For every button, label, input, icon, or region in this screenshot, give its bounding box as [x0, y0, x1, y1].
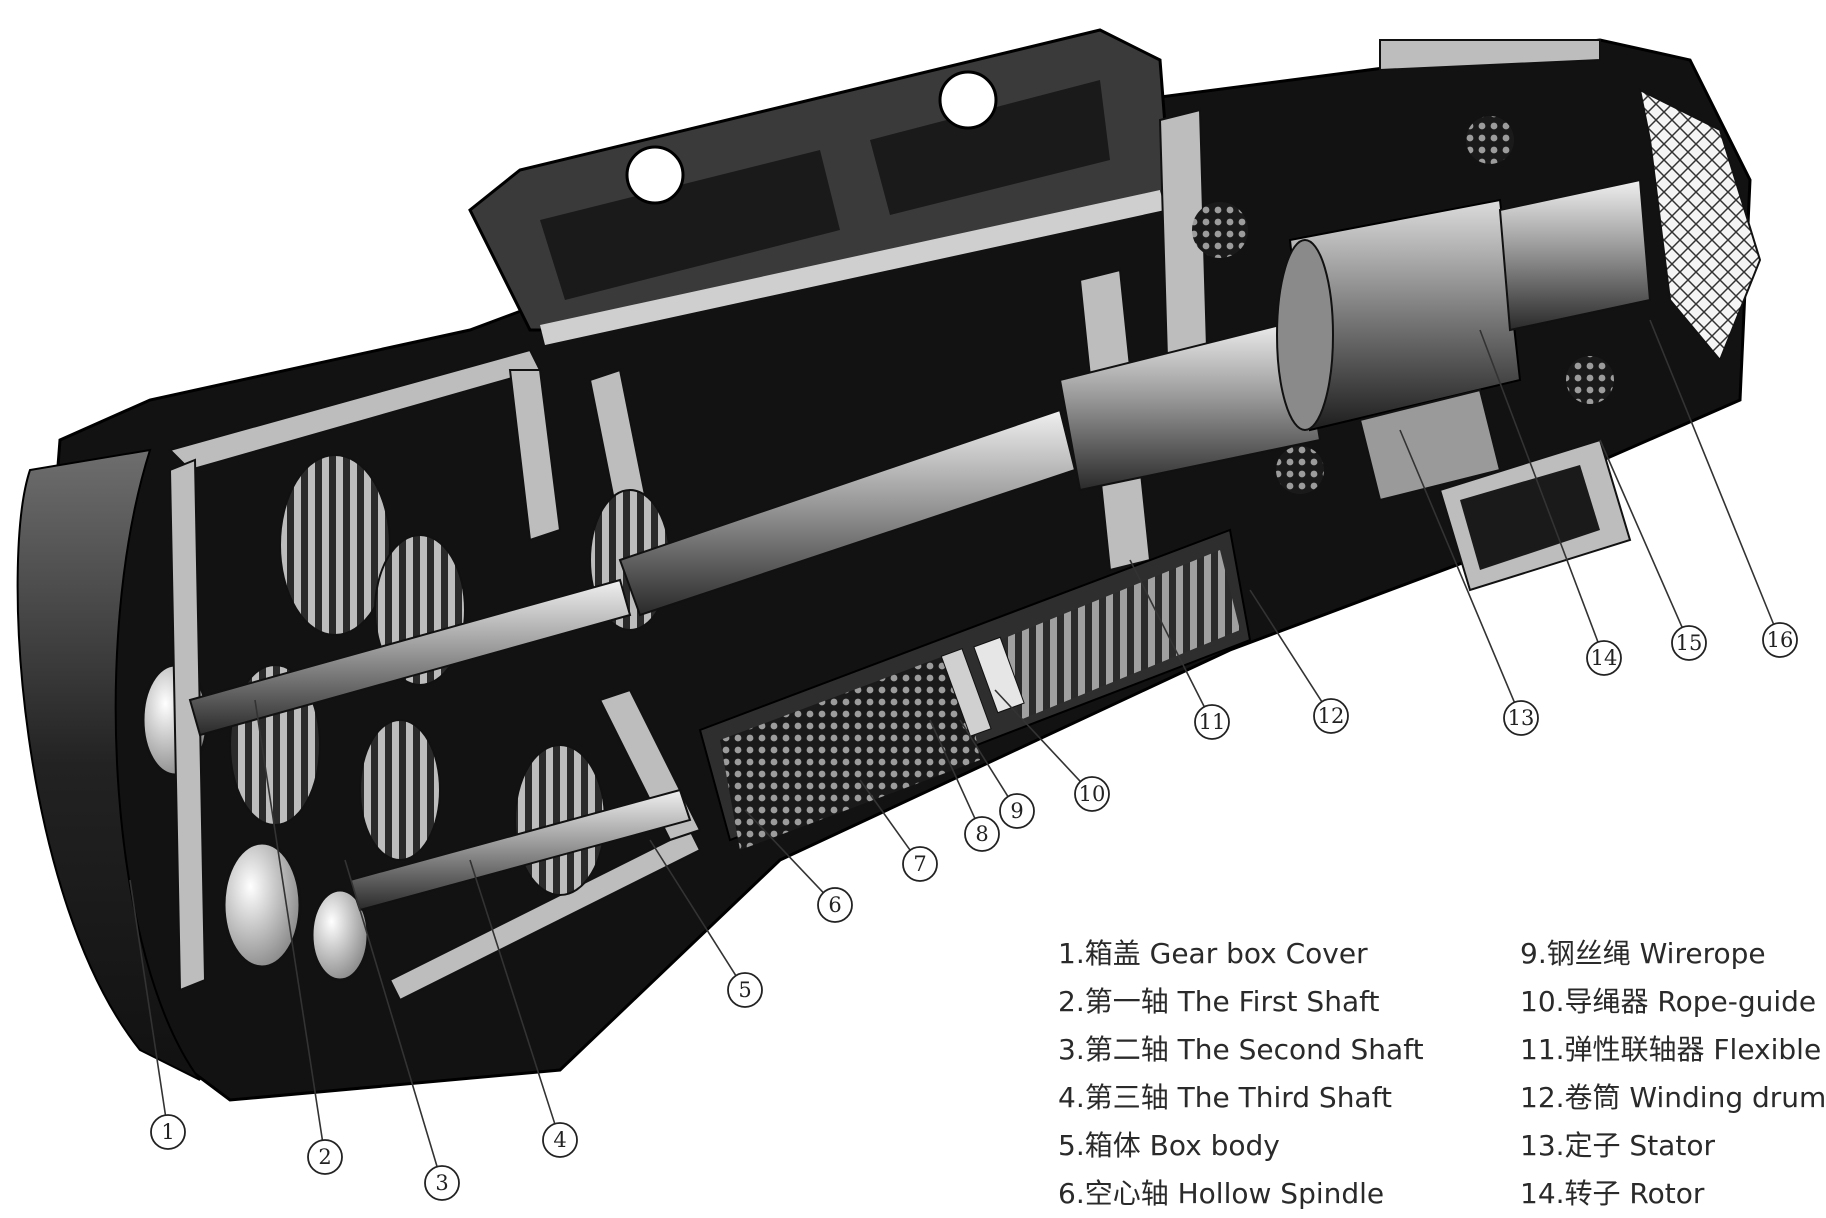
motor — [1192, 88, 1762, 502]
callout-number-15: 15 — [1676, 631, 1703, 655]
leader-line-13 — [1399, 429, 1516, 703]
leader-line-6 — [744, 809, 824, 894]
callout-marker-15 — [1671, 625, 1707, 661]
callout-number-6: 6 — [828, 893, 841, 917]
winding-drum — [698, 528, 1252, 850]
leader-line-11 — [1129, 559, 1206, 708]
legend-item-2: 2.第一轴 The First Shaft — [1058, 985, 1380, 1018]
legend-item-6: 6.空心轴 Hollow Spindle — [1058, 1177, 1385, 1210]
leader-line-4 — [469, 859, 556, 1125]
legend-item-4: 4.第三轴 The Third Shaft — [1058, 1081, 1392, 1114]
callout-marker-8 — [964, 816, 1000, 852]
callout-number-3: 3 — [435, 1171, 448, 1195]
callout-number-1: 1 — [161, 1120, 174, 1144]
leader-line-7 — [859, 779, 911, 851]
callout-number-2: 2 — [318, 1145, 331, 1169]
leader-line-5 — [649, 839, 737, 977]
callout-marker-9 — [999, 793, 1035, 829]
callout-number-4: 4 — [553, 1128, 566, 1152]
legend-left-column: 1.箱盖 Gear box Cover 2.第一轴 The First Shaf… — [1058, 930, 1424, 1218]
leader-line-8 — [929, 719, 976, 819]
callout-marker-13 — [1503, 700, 1539, 736]
callout-marker-16 — [1762, 622, 1798, 658]
callout-number-10: 10 — [1079, 782, 1106, 806]
callout-number-13: 13 — [1508, 706, 1535, 730]
leader-line-14 — [1479, 329, 1599, 643]
callout-marker-10 — [1074, 776, 1110, 812]
callout-marker-12 — [1313, 698, 1349, 734]
callout-number-14: 14 — [1591, 646, 1618, 670]
callout-marker-11 — [1194, 704, 1230, 740]
callout-marker-2 — [307, 1139, 343, 1175]
legend-right-column: 9.钢丝绳 Wirerope 10.导绳器 Rope-guide 11.弹性联轴… — [1520, 930, 1826, 1218]
callout-number-11: 11 — [1199, 710, 1226, 734]
leader-line-9 — [959, 719, 1009, 798]
leader-line-15 — [1599, 439, 1683, 628]
legend-item-10: 10.导绳器 Rope-guide — [1520, 985, 1817, 1018]
leader-line-2 — [254, 699, 324, 1141]
mounting-frame — [468, 28, 1172, 345]
legend-item-1: 1.箱盖 Gear box Cover — [1058, 937, 1368, 970]
callout-marker-1 — [150, 1114, 186, 1150]
legend-item-5: 5.箱体 Box body — [1058, 1129, 1280, 1162]
leader-line-16 — [1649, 319, 1775, 625]
callout-marker-5 — [727, 972, 763, 1008]
lower-bracket — [1438, 438, 1632, 592]
callout-number-16: 16 — [1767, 628, 1794, 652]
legend-item-11: 11.弹性联轴器 Flexible — [1520, 1033, 1822, 1066]
legend-item-13: 13.定子 Stator — [1520, 1129, 1715, 1162]
callout-marker-3 — [424, 1165, 460, 1201]
leader-line-10 — [994, 689, 1081, 783]
leader-line-3 — [344, 859, 438, 1167]
callout-number-7: 7 — [913, 852, 926, 876]
legend-item-12: 12.卷筒 Winding drum — [1520, 1081, 1826, 1114]
callout-number-5: 5 — [738, 978, 751, 1002]
callout-number-9: 9 — [1010, 799, 1023, 823]
callout-number-8: 8 — [975, 822, 988, 846]
callout-marker-4 — [542, 1122, 578, 1158]
callout-marker-7 — [902, 846, 938, 882]
legend-item-14: 14.转子 Rotor — [1520, 1177, 1705, 1210]
shafts — [188, 318, 1322, 912]
leader-line-1 — [129, 879, 167, 1116]
legend-item-3: 3.第二轴 The Second Shaft — [1058, 1033, 1424, 1066]
callout-marker-6 — [817, 887, 853, 923]
callout-number-12: 12 — [1318, 704, 1345, 728]
legend-item-9: 9.钢丝绳 Wirerope — [1520, 937, 1766, 970]
leader-line-12 — [1249, 589, 1323, 703]
callout-marker-14 — [1586, 640, 1622, 676]
